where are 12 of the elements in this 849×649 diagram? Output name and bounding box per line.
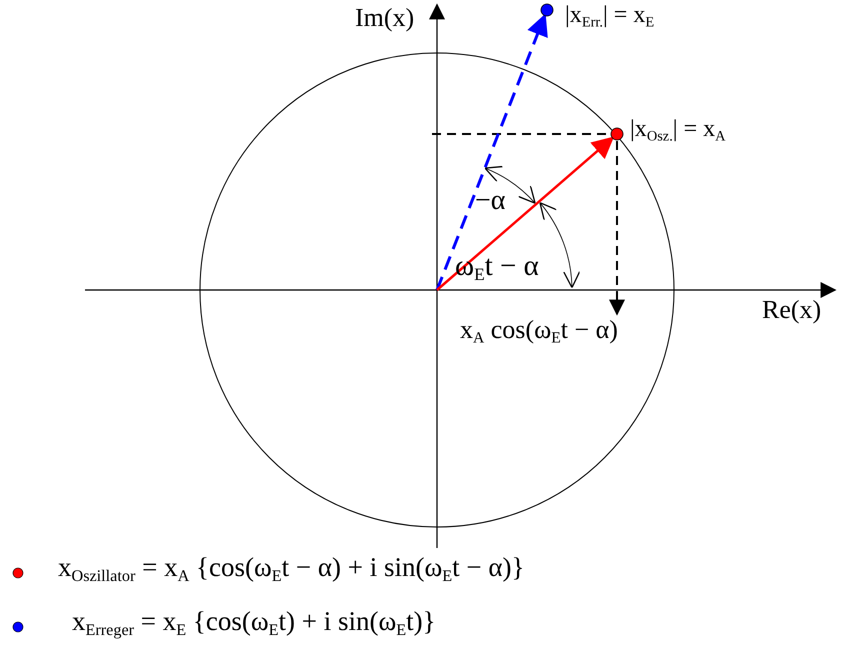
phasor-tip-dot	[610, 128, 624, 140]
axis-label: Re(x)	[762, 296, 822, 325]
magnitude-label: |x$_{Err.}$| = x$_{E}$	[565, 2, 654, 32]
axis-label: Im(x)	[355, 4, 414, 33]
angle-label: −α	[475, 186, 506, 217]
phasor-arrow	[436, 14, 548, 291]
legend-formula: x$_{Oszillator}$ = x$_{A}$ {cos(ω$_{E}$t − α) + i sin(ω$_{E}$t − α)}	[58, 553, 524, 586]
phasor-arrow	[436, 136, 614, 291]
phasor-tip-dot	[540, 4, 554, 16]
magnitude-label: |x$_{Osz.}$| = x$_{A}$	[630, 116, 726, 146]
projection-label: x$_{A}$ cos(ω$_{E}$t − α)	[460, 316, 618, 347]
legend-formula: x$_{Erreger}$ = x$_{E}$ {cos(ω$_{E}$t) + i sin(ω$_{E}$t)}	[72, 607, 436, 640]
